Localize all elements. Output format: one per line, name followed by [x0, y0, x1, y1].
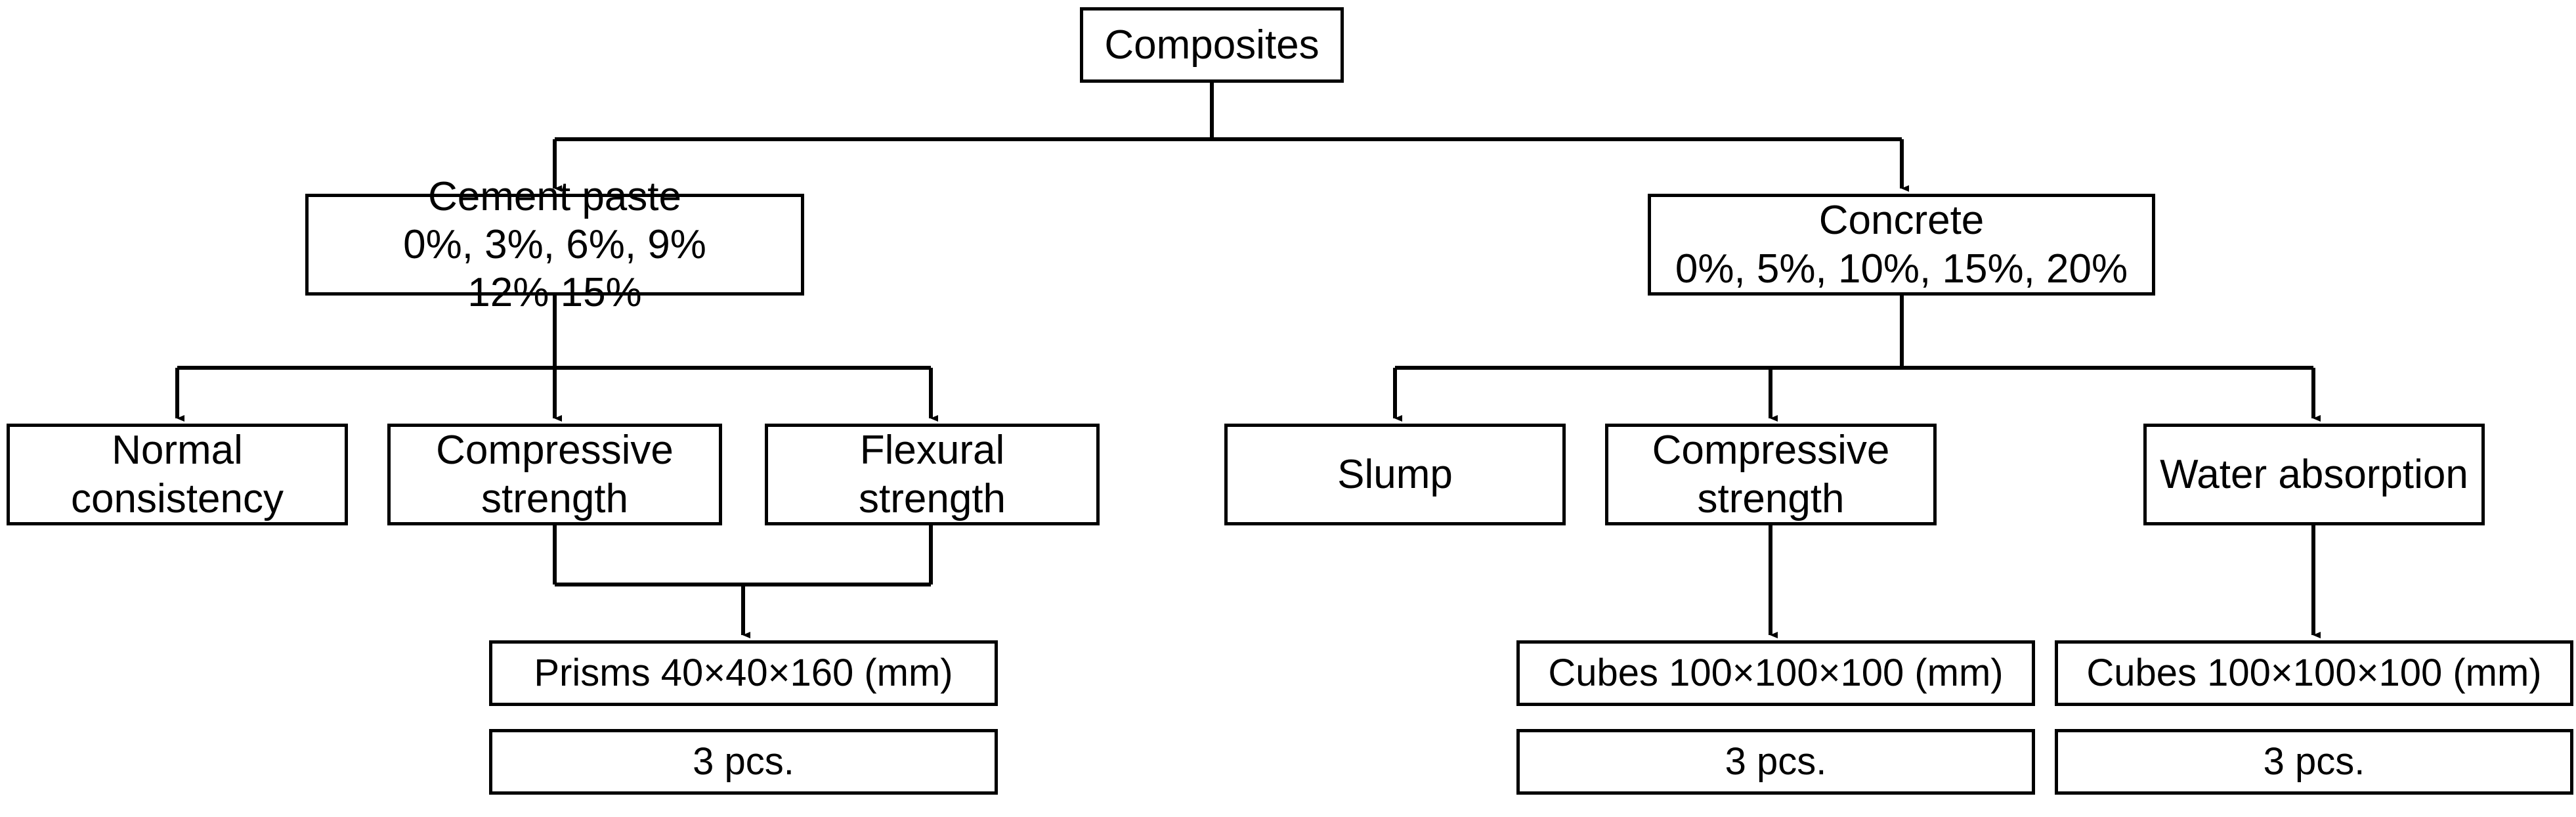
- node-cubes-absorption-quantity[interactable]: 3 pcs.: [2055, 729, 2573, 795]
- node-cubes-absorption-specimen-label: Cubes 100×100×100 (mm): [2086, 651, 2542, 694]
- node-water-absorption[interactable]: Water absorption: [2143, 424, 2485, 525]
- node-cubes-absorption-specimen[interactable]: Cubes 100×100×100 (mm): [2055, 640, 2573, 706]
- node-composites[interactable]: Composites: [1080, 7, 1344, 83]
- node-cubes-absorption-quantity-label: 3 pcs.: [2263, 740, 2365, 783]
- node-prisms-specimen-label: Prisms 40×40×160 (mm): [534, 651, 953, 694]
- node-slump-label: Slump: [1337, 451, 1453, 497]
- node-cubes-compressive-quantity-label: 3 pcs.: [1725, 740, 1827, 783]
- node-prisms-quantity-label: 3 pcs.: [693, 740, 794, 783]
- node-cubes-compressive-quantity[interactable]: 3 pcs.: [1516, 729, 2035, 795]
- node-water-absorption-label: Water absorption: [2160, 451, 2468, 497]
- node-cubes-compressive-specimen-label: Cubes 100×100×100 (mm): [1548, 651, 2004, 694]
- node-composites-label: Composites: [1104, 22, 1320, 68]
- node-prisms-specimen[interactable]: Prisms 40×40×160 (mm): [489, 640, 998, 706]
- node-slump[interactable]: Slump: [1224, 424, 1566, 525]
- node-cubes-compressive-specimen[interactable]: Cubes 100×100×100 (mm): [1516, 640, 2035, 706]
- node-prisms-quantity[interactable]: 3 pcs.: [489, 729, 998, 795]
